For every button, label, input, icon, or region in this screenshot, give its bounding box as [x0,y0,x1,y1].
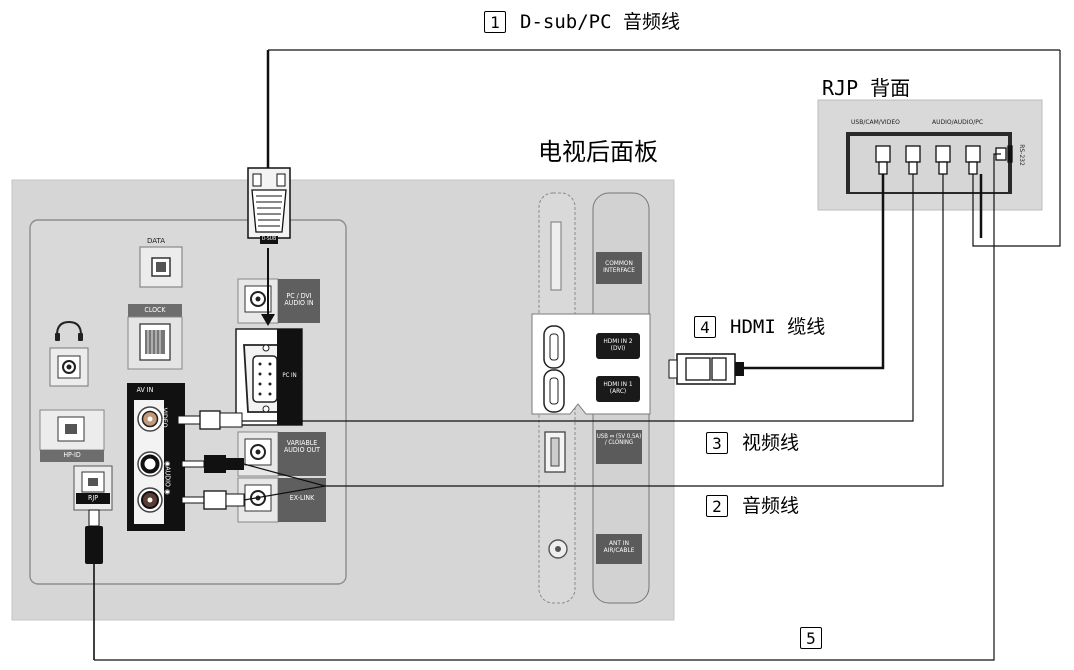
av-in-label: AV IN [136,386,154,394]
headphone-icon [56,320,82,336]
data-port-label: DATA [147,237,166,245]
tv-rear-panel-title: 电视后面板 [538,138,658,166]
audio-label: ◉AUDIO ◉ [163,460,172,495]
vga-plug-label: D-SUB [261,236,277,242]
rjp-usb-label: USB/CAM/VIDEO [851,119,900,126]
pc-dvi-audio-label: PC / DVI AUDIO IN [284,292,314,308]
video-label: VIDEO [160,407,169,428]
pc-in-label-box [277,329,302,425]
hdmi-in1-box [596,376,640,402]
pc-dvi-audio-label-box [278,279,320,323]
cable5-label: 5 [800,627,836,649]
usb-label: USB ⇔ (5V 0.5A) / CLONING [596,433,642,447]
usb-box [596,430,642,464]
rjp-label-box [76,493,110,504]
rjp-ports [875,145,1013,163]
hdmi-in2-box [596,333,640,359]
clock-label-box [128,304,182,317]
rjp-label: RJP [87,494,99,502]
rs232-label: RS-232 [1017,144,1025,166]
hdmi-in2-label: HDMI IN 2 (DVI) [603,337,633,352]
hdmi-in1-label: HDMI IN 1 (ARC) [603,380,633,395]
clock-port-label: CLOCK [144,306,166,314]
ex-link-label: EX-LINK [289,494,315,502]
variable-audio-out-label-box [278,432,326,476]
common-interface-label: COMMON INTERFACE [603,259,635,274]
ex-link-label-box [278,478,326,522]
rjp-audio-pc-label: AUDIO/AUDIO/PC [932,119,984,126]
common-interface-box [596,252,642,284]
hp-id-label-box [40,450,104,462]
variable-audio-label: VARIABLE AUDIO OUT [284,439,320,455]
ant-in-label: ANT IN AIR/CABLE [603,539,635,554]
pc-in-label: PC IN [282,372,297,379]
ant-in-box [596,534,642,564]
hp-id-label: HP-ID [63,451,81,459]
card-slot [550,221,562,291]
rjp-back-title: RJP 背面 [822,76,911,100]
